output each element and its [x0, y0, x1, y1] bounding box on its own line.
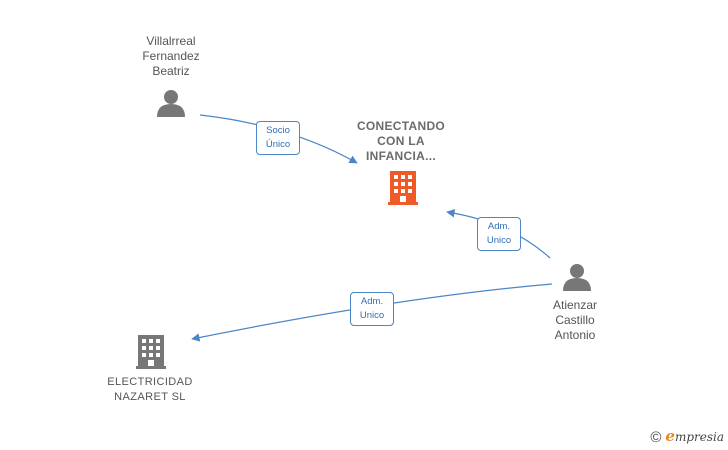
- person-name-atienzar[interactable]: Atienzar Castillo Antonio: [552, 298, 598, 342]
- brand-e: e: [665, 427, 675, 445]
- edge-label-line2: Unico: [486, 235, 512, 246]
- edge-label-line1: Adm.: [360, 296, 384, 307]
- building-icon[interactable]: [136, 335, 166, 369]
- edge-label-socio: Socio Único: [256, 121, 300, 155]
- copyright-symbol: ©: [650, 429, 662, 446]
- person-icon[interactable]: [157, 90, 185, 117]
- edge-label-line2: Único: [265, 139, 291, 150]
- brand-logo: ©empresia: [650, 427, 724, 446]
- company-name-conectando[interactable]: CONECTANDO CON LA INFANCIA...: [356, 119, 446, 163]
- person-icon[interactable]: [563, 264, 591, 291]
- brand-name: mpresia: [674, 430, 724, 444]
- edge-label-line1: Socio: [266, 125, 290, 136]
- person-name-villalrreal[interactable]: Villalrreal Fernandez Beatriz: [142, 34, 200, 78]
- edge-label-line1: Adm.: [487, 221, 511, 232]
- edge-label-adm2: Adm. Unico: [350, 292, 394, 326]
- edge-label-adm1: Adm. Unico: [477, 217, 521, 251]
- building-icon[interactable]: [388, 171, 418, 205]
- company-name-electricidad[interactable]: ELECTRICIDAD NAZARET SL: [107, 376, 193, 403]
- edge-label-line2: Unico: [359, 310, 385, 321]
